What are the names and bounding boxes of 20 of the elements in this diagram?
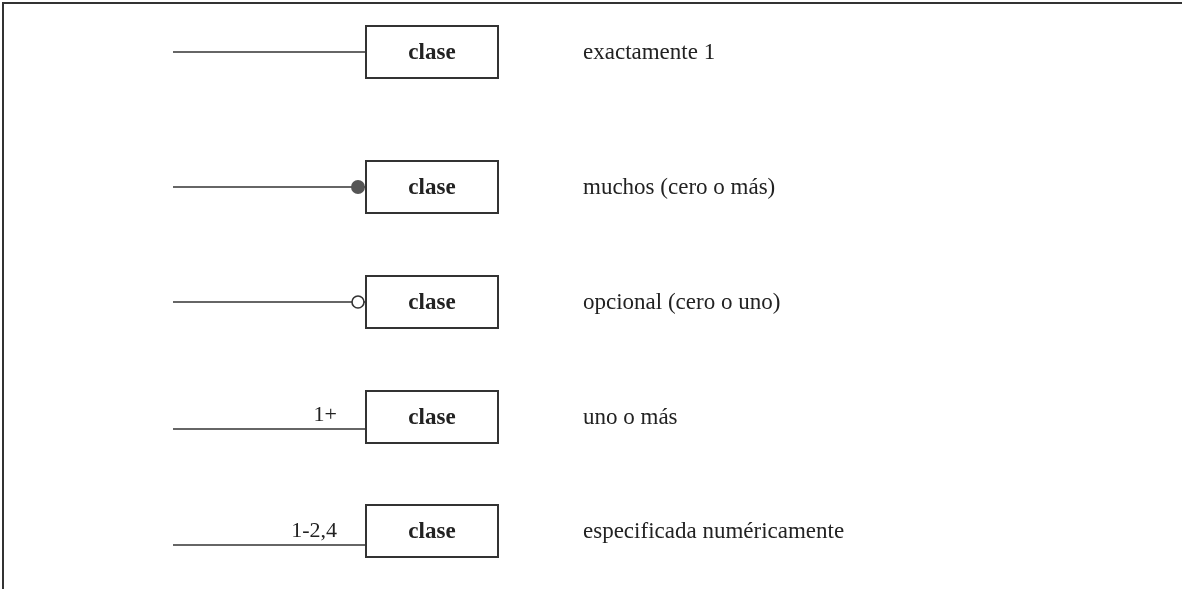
multiplicity-description: especificada numéricamente (583, 519, 845, 542)
class-name: clase (408, 404, 456, 430)
association-line (172, 428, 366, 430)
multiplicity-description: muchos (cero o más) (583, 175, 776, 198)
class-name: clase (408, 289, 456, 315)
association-line (172, 51, 366, 53)
class-name: clase (408, 174, 456, 200)
class-box (365, 390, 499, 444)
class-box (365, 25, 499, 79)
class-box (365, 504, 499, 558)
class-box (365, 160, 499, 214)
association-line (172, 544, 366, 546)
association-line (172, 295, 366, 309)
multiplicity-description: uno o más (583, 405, 678, 428)
class-name: clase (408, 39, 456, 65)
multiplicity-description: opcional (cero o uno) (583, 290, 781, 313)
class-box (365, 275, 499, 329)
class-name: clase (408, 518, 456, 544)
multiplicity-description: exactamente 1 (583, 40, 716, 63)
association-line (172, 180, 366, 194)
